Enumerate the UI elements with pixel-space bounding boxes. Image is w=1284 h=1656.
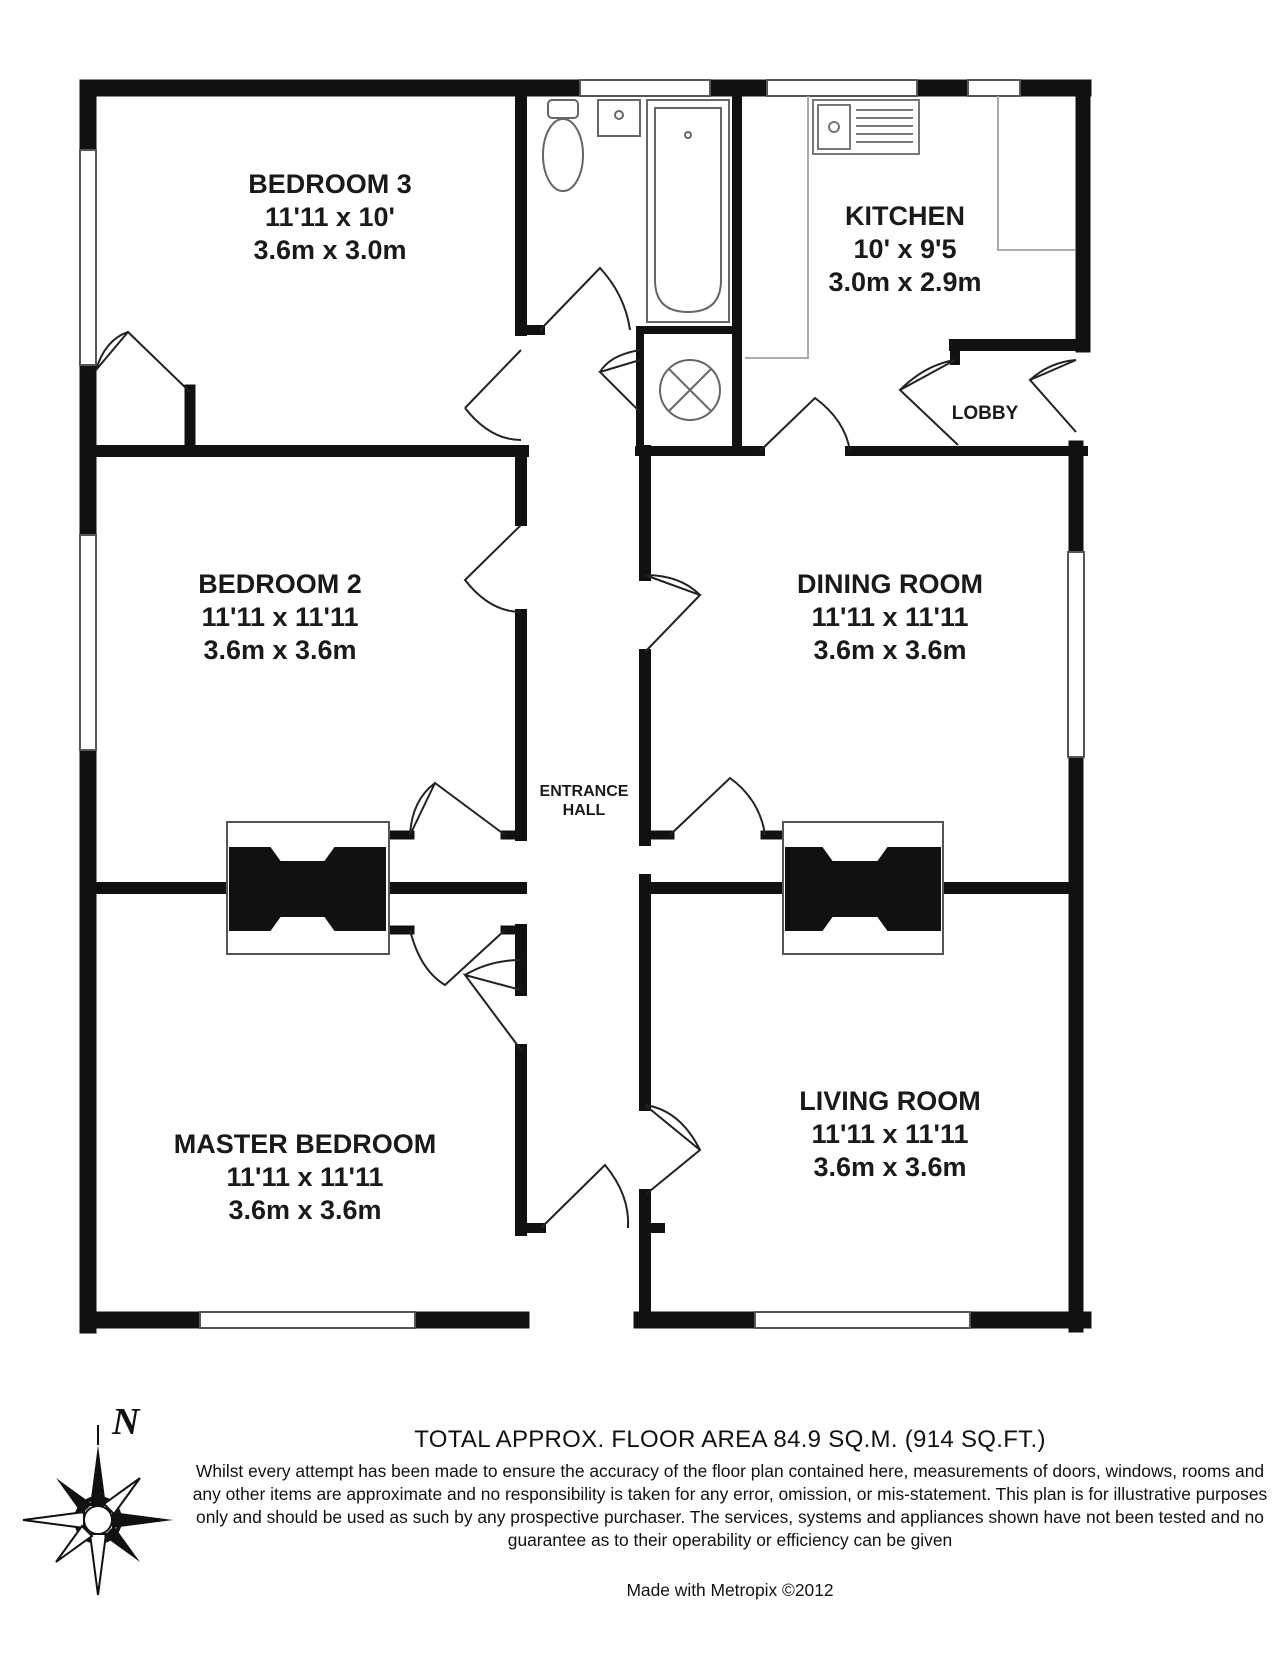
doors xyxy=(95,266,1077,1229)
room-size-imperial: 11'11 x 11'11 xyxy=(811,601,969,632)
room-size-metric: 3.0m x 2.9m xyxy=(828,266,982,297)
room-name: KITCHEN xyxy=(845,201,965,231)
room-name-line-1: ENTRANCE xyxy=(539,783,629,800)
windows xyxy=(79,79,1085,1329)
room-name: BEDROOM 3 xyxy=(248,169,412,199)
bathroom-fixtures xyxy=(542,99,730,421)
room-size-imperial: 11'11 x 11'11 xyxy=(226,1161,384,1192)
room-master-bedroom: MASTER BEDROOM 11'11 x 11'11 3.6m x 3.6m xyxy=(130,1128,480,1227)
room-name: DINING ROOM xyxy=(797,569,983,599)
made-with-credit: Made with Metropix ©2012 xyxy=(626,1580,834,1600)
room-size-imperial: 11'11 x 10' xyxy=(265,201,395,232)
fireplace-left xyxy=(226,821,390,955)
footer: N TOTAL APPROX. FLOOR AREA 84.9 SQ.M. (9… xyxy=(0,1400,1284,1656)
room-size-imperial: 11'11 x 11'11 xyxy=(201,601,359,632)
floor-plan: BEDROOM 3 11'11 x 10' 3.6m x 3.0m KITCHE… xyxy=(79,79,1092,1334)
room-dining: DINING ROOM 11'11 x 11'11 3.6m x 3.6m xyxy=(760,568,1020,667)
room-size-metric: 3.6m x 3.0m xyxy=(253,234,407,265)
room-bedroom-2: BEDROOM 2 11'11 x 11'11 3.6m x 3.6m xyxy=(150,568,410,667)
interior-walls xyxy=(90,90,1088,1326)
room-kitchen: KITCHEN 10' x 9'5 3.0m x 2.9m xyxy=(790,200,1020,299)
room-name: BEDROOM 2 xyxy=(198,569,362,599)
compass-rose-icon: N xyxy=(20,1400,180,1600)
room-size-metric: 3.6m x 3.6m xyxy=(813,1151,967,1182)
room-size-metric: 3.6m x 3.6m xyxy=(203,634,357,665)
room-size-imperial: 11'11 x 11'11 xyxy=(811,1118,969,1149)
room-entrance-hall: ENTRANCE HALL xyxy=(528,782,640,820)
room-name-line-2: HALL xyxy=(562,802,606,820)
room-size-imperial: 10' x 9'5 xyxy=(853,233,957,264)
disclaimer-text: Whilst every attempt has been made to en… xyxy=(192,1461,1268,1550)
total-floor-area: TOTAL APPROX. FLOOR AREA 84.9 SQ.M. (914… xyxy=(414,1426,1046,1453)
room-size-metric: 3.6m x 3.6m xyxy=(813,634,967,665)
kitchen-fixtures xyxy=(745,96,1075,359)
fireplace-right xyxy=(782,821,944,955)
room-living: LIVING ROOM 11'11 x 11'11 3.6m x 3.6m xyxy=(760,1085,1020,1184)
room-bedroom-3: BEDROOM 3 11'11 x 10' 3.6m x 3.0m xyxy=(210,168,450,267)
room-name: LIVING ROOM xyxy=(799,1086,981,1116)
room-name: LOBBY xyxy=(951,403,1019,424)
north-label: N xyxy=(112,1401,140,1443)
room-name: MASTER BEDROOM xyxy=(173,1129,437,1159)
room-size-metric: 3.6m x 3.6m xyxy=(228,1194,382,1225)
room-lobby: LOBBY xyxy=(935,402,1035,425)
